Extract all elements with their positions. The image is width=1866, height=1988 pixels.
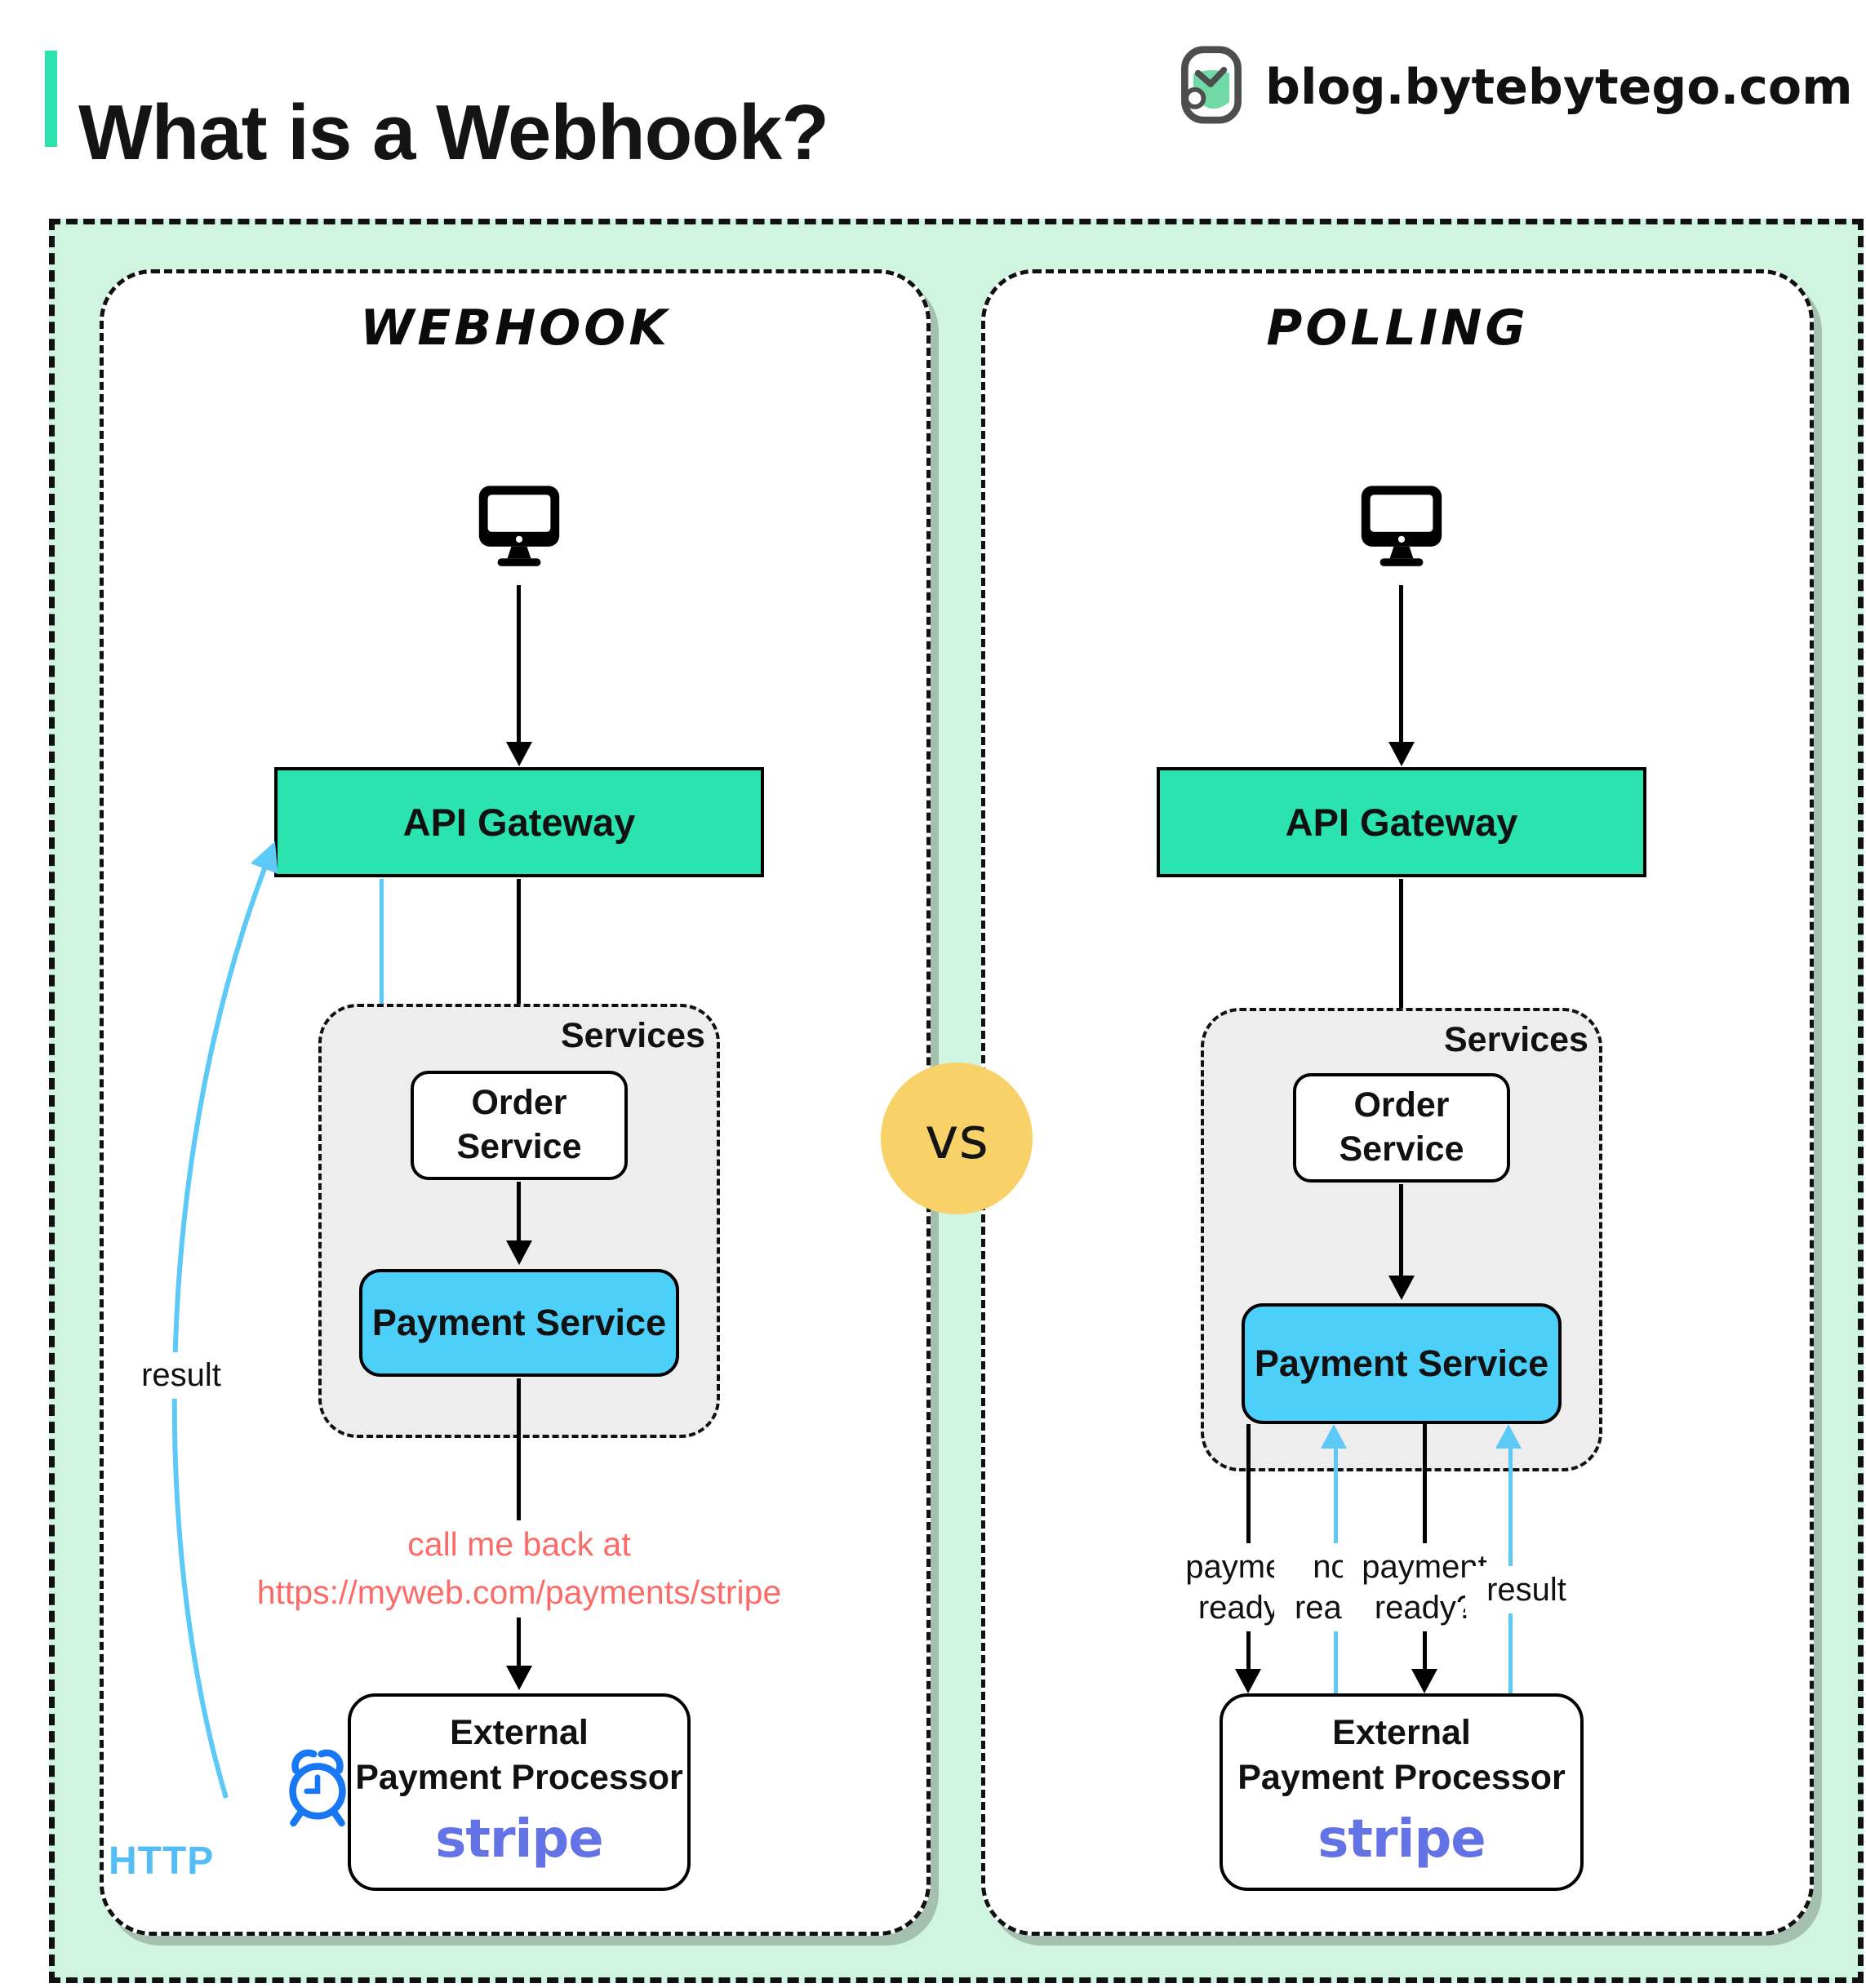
arrow-order-to-payment — [517, 1182, 521, 1240]
arrow-client-to-gateway — [1399, 585, 1403, 742]
alarm-clock-icon — [289, 1749, 346, 1827]
payment-service-box: Payment Service — [359, 1269, 679, 1377]
flow-label-result: result — [1465, 1566, 1588, 1613]
vs-badge: vs — [881, 1063, 1033, 1214]
flow-label-line: result — [1486, 1572, 1566, 1608]
client-monitor-icon — [1361, 486, 1442, 566]
poll-response-arrowhead-2 — [1495, 1424, 1522, 1449]
poll-request-arrowhead-2 — [1411, 1669, 1437, 1693]
arrow-client-to-gateway — [517, 585, 521, 742]
external-line2: Payment Processor — [1237, 1758, 1566, 1798]
arrow-order-to-payment — [1399, 1184, 1403, 1276]
arrowhead-client-to-gateway — [506, 742, 532, 766]
order-service-line1: Order — [471, 1083, 567, 1123]
external-line1: External — [450, 1712, 589, 1752]
site-url: blog.bytebytego.com — [1265, 59, 1853, 116]
http-label: HTTP — [109, 1839, 215, 1883]
api-gateway-label: API Gateway — [1285, 801, 1518, 844]
services-label: Services — [1444, 1020, 1588, 1059]
order-service-line1: Order — [1353, 1085, 1450, 1125]
stripe-logo: stripe — [1317, 1809, 1486, 1870]
callback-note-line1: call me back at — [407, 1525, 631, 1563]
order-service-line2: Service — [456, 1127, 582, 1166]
arrow-gateway-to-order — [517, 879, 521, 1039]
callback-note: call me back at https://myweb.com/paymen… — [152, 1520, 886, 1617]
payment-service-label: Payment Service — [371, 1302, 667, 1343]
stripe-logo: stripe — [435, 1809, 603, 1870]
poll-response-arrowhead-1 — [1321, 1424, 1347, 1449]
arrow-gateway-to-order — [1399, 879, 1403, 1039]
order-service-line2: Service — [1339, 1129, 1464, 1169]
callback-note-line2: https://myweb.com/payments/stripe — [256, 1573, 782, 1612]
title-accent-bar — [45, 51, 57, 147]
arrowhead-order-to-payment — [506, 1240, 532, 1265]
external-processor-box: External Payment Processor stripe — [348, 1693, 691, 1891]
polling-panel-title: Polling — [1266, 300, 1529, 357]
arrowhead-client-to-gateway — [1388, 742, 1415, 766]
polling-panel: Polling API Gateway Services Order Servi… — [981, 269, 1814, 1936]
flow-label-line: ready? — [1374, 1590, 1475, 1626]
bytebytego-logo-icon — [1181, 46, 1242, 124]
order-service-box: Order Service — [1293, 1073, 1510, 1183]
external-processor-box: External Payment Processor stripe — [1220, 1693, 1584, 1891]
payment-service-box: Payment Service — [1242, 1303, 1562, 1424]
client-monitor-icon — [478, 486, 560, 566]
services-label: Services — [561, 1016, 705, 1055]
arrowhead-payment-to-external — [506, 1666, 532, 1690]
result-label: result — [128, 1352, 234, 1399]
external-line1: External — [1332, 1712, 1471, 1752]
page-title: What is a Webhook? — [78, 89, 829, 177]
api-gateway-box: API Gateway — [274, 767, 764, 877]
api-gateway-box: API Gateway — [1157, 767, 1646, 877]
payment-service-label: Payment Service — [1254, 1342, 1549, 1384]
order-service-box: Order Service — [411, 1071, 628, 1180]
poll-request-arrowhead-1 — [1235, 1669, 1261, 1693]
external-line2: Payment Processor — [355, 1758, 683, 1798]
arrowhead-order-to-payment — [1388, 1276, 1415, 1300]
webhook-panel: Webhook API Gateway Services Order Servi… — [100, 269, 931, 1936]
webhook-panel-title: Webhook — [360, 300, 670, 357]
api-gateway-label: API Gateway — [402, 801, 636, 844]
